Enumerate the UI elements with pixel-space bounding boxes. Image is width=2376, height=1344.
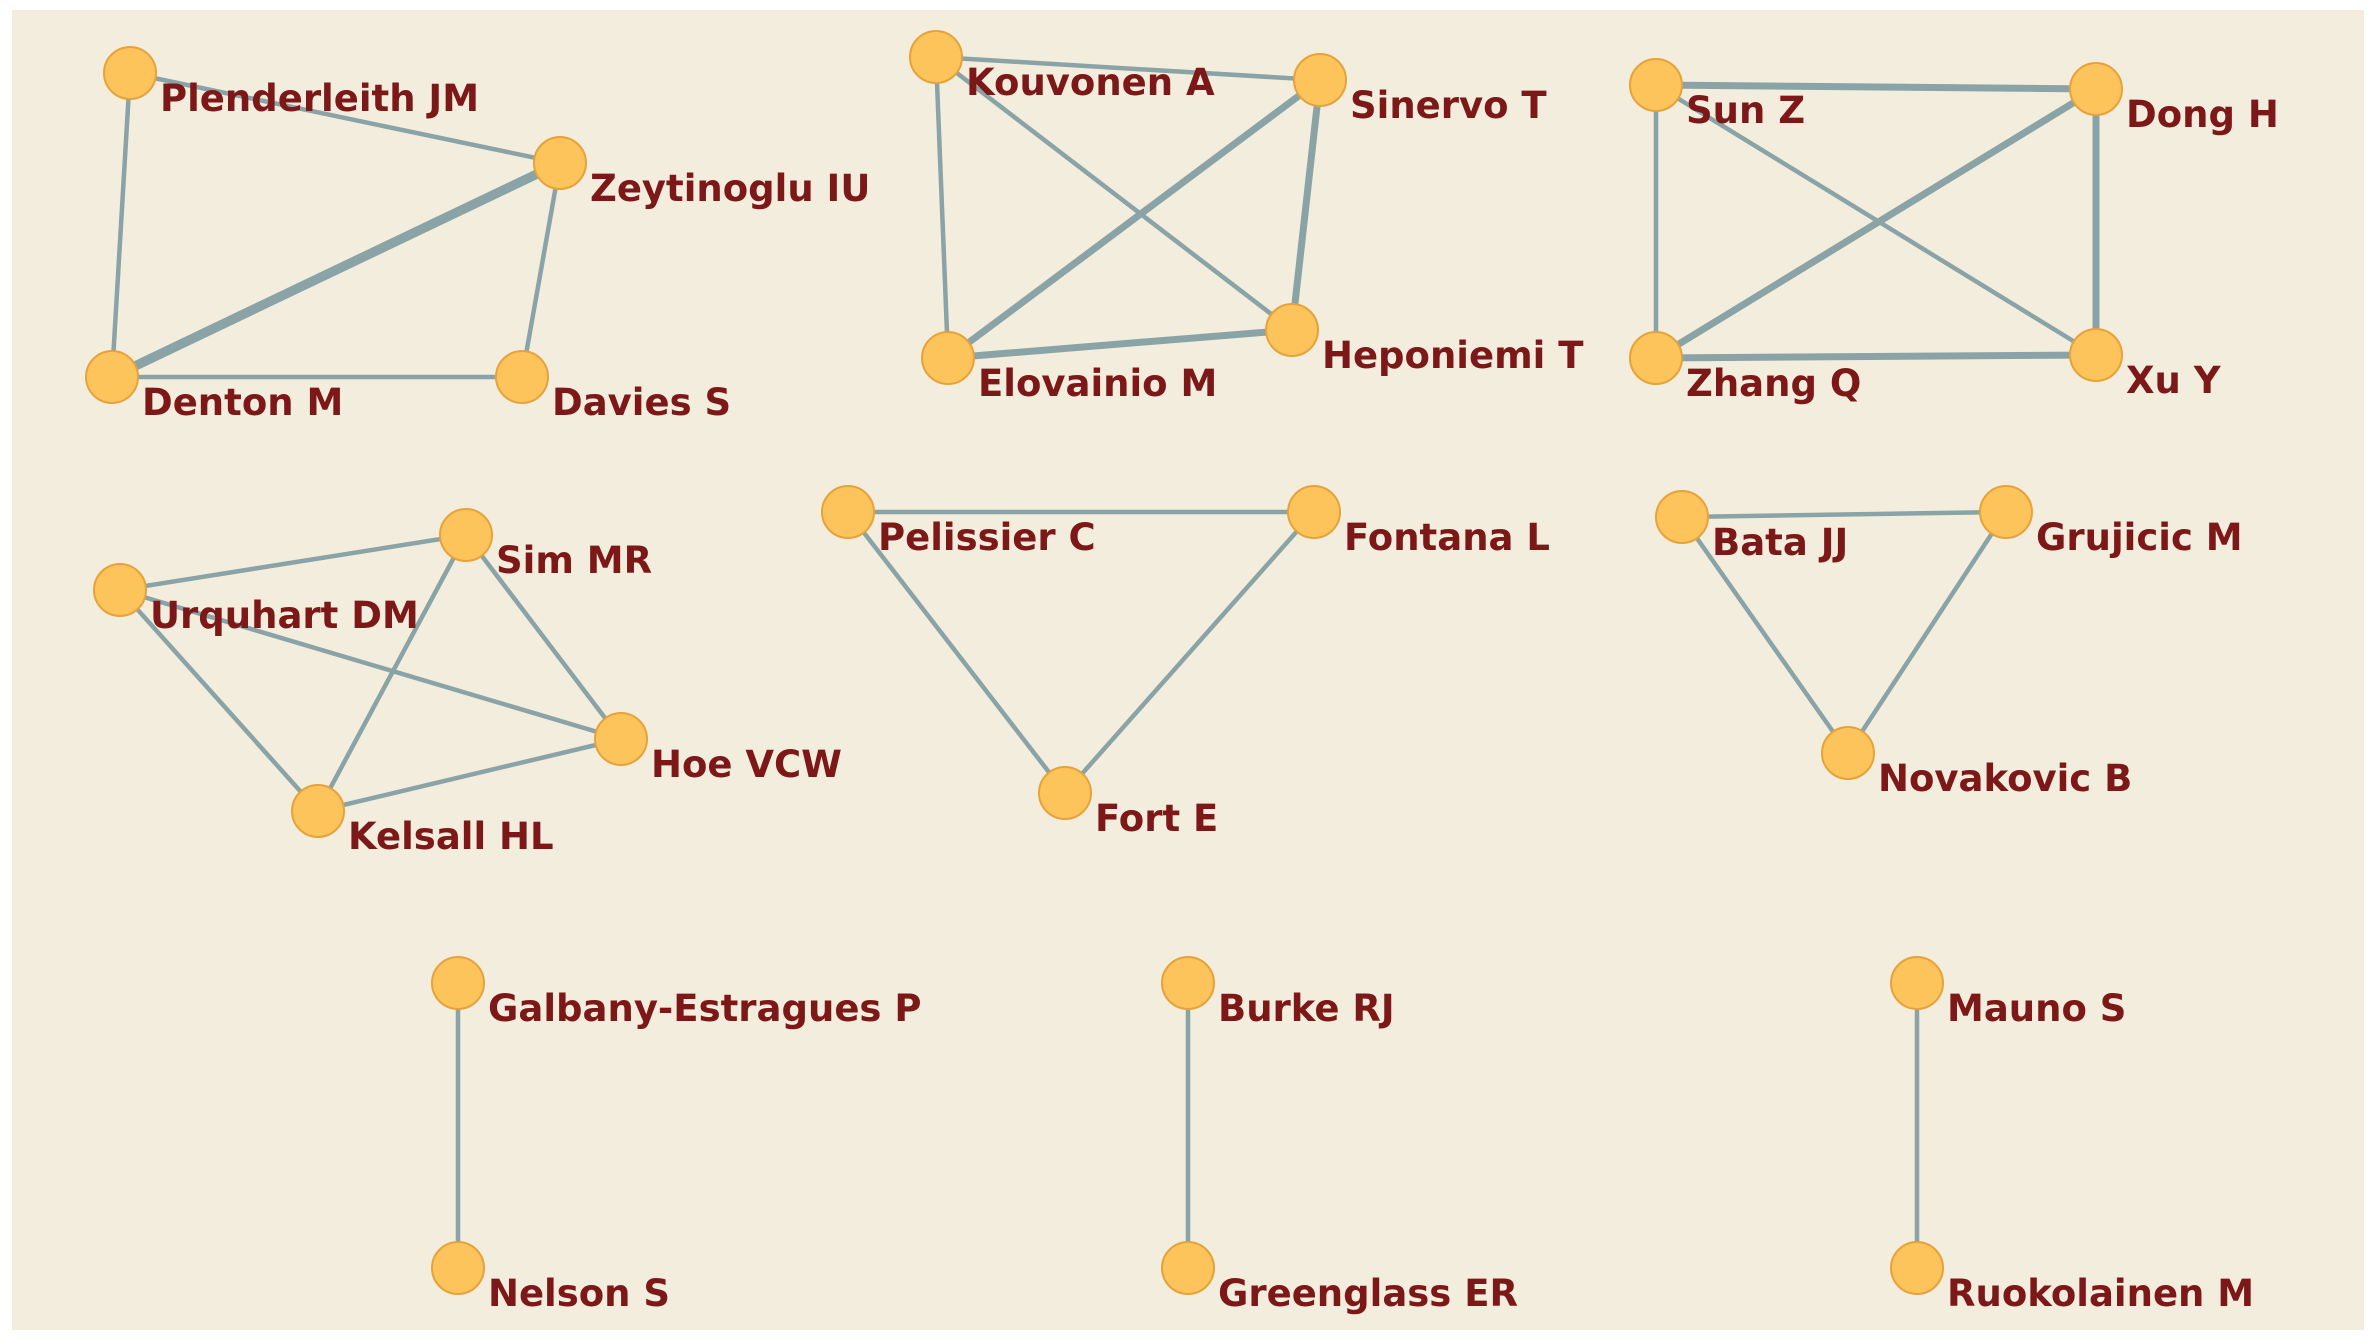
node-label-elovainio: Elovainio M: [978, 362, 1217, 405]
edge-fontana-fort: [1062, 509, 1317, 796]
edge-kouvonen-elovainio: [933, 54, 951, 361]
node-hoe[interactable]: [594, 712, 648, 766]
node-label-hoe: Hoe VCW: [651, 743, 842, 786]
edge-pelissier-fort: [845, 509, 1068, 796]
node-label-plenderleith: Plenderleith JM: [160, 77, 479, 120]
node-label-pelissier: Pelissier C: [878, 516, 1096, 559]
node-label-fort: Fort E: [1095, 797, 1218, 840]
node-label-nelson: Nelson S: [488, 1272, 670, 1315]
node-plenderleith[interactable]: [103, 46, 157, 100]
node-zhang[interactable]: [1629, 331, 1683, 385]
node-label-grujicic: Grujicic M: [2036, 516, 2243, 559]
node-sinervo[interactable]: [1293, 53, 1347, 107]
node-label-burke: Burke RJ: [1218, 987, 1395, 1030]
edge-layer: [107, 54, 2100, 1271]
edge-urquhart-hoe: [117, 587, 624, 742]
node-davies[interactable]: [495, 350, 549, 404]
node-label-ruokolainen: Ruokolainen M: [1947, 1272, 2254, 1315]
node-label-sinervo: Sinervo T: [1350, 84, 1547, 127]
node-galbany[interactable]: [431, 956, 485, 1010]
node-denton[interactable]: [85, 350, 139, 404]
node-label-davies: Davies S: [552, 381, 731, 424]
node-label-galbany: Galbany-Estragues P: [488, 987, 921, 1030]
node-urquhart[interactable]: [93, 563, 147, 617]
node-bata[interactable]: [1655, 490, 1709, 544]
edge-kouvonen-heponiemi: [933, 54, 1295, 333]
node-zeytinoglu[interactable]: [533, 136, 587, 190]
node-xu[interactable]: [2069, 328, 2123, 382]
node-dong[interactable]: [2069, 62, 2123, 116]
edge-elovainio-heponiemi: [944, 326, 1296, 362]
edge-zeytinoglu-davies: [519, 160, 563, 380]
edge-bata-grujicic: [1679, 509, 2009, 520]
node-label-kouvonen: Kouvonen A: [966, 61, 1215, 104]
edge-urquhart-sim: [117, 532, 469, 593]
node-layer: [85, 30, 2123, 1295]
node-sun[interactable]: [1629, 58, 1683, 112]
node-label-xu: Xu Y: [2126, 359, 2222, 402]
node-grujicic[interactable]: [1979, 485, 2033, 539]
edge-hoe-kelsall: [315, 736, 624, 814]
edge-grujicic-novakovic: [1845, 509, 2009, 756]
node-kelsall[interactable]: [291, 784, 345, 838]
node-fort[interactable]: [1038, 766, 1092, 820]
node-burke[interactable]: [1161, 956, 1215, 1010]
node-mauno[interactable]: [1890, 956, 1944, 1010]
edge-sinervo-elovainio: [944, 76, 1324, 362]
edge-kouvonen-sinervo: [933, 54, 1323, 83]
node-pelissier[interactable]: [821, 485, 875, 539]
edge-dong-zhang: [1652, 85, 2100, 362]
edge-plenderleith-zeytinoglu: [127, 70, 563, 166]
edge-sim-kelsall: [315, 532, 469, 814]
node-label-heponiemi: Heponiemi T: [1322, 334, 1584, 377]
node-label-sim: Sim MR: [496, 539, 652, 582]
node-heponiemi[interactable]: [1265, 303, 1319, 357]
node-label-zhang: Zhang Q: [1686, 362, 1861, 405]
node-nelson[interactable]: [431, 1241, 485, 1295]
node-label-mauno: Mauno S: [1947, 987, 2126, 1030]
node-label-urquhart: Urquhart DM: [150, 594, 419, 637]
edge-plenderleith-denton: [109, 70, 133, 380]
edge-sun-dong: [1652, 81, 2100, 93]
node-novakovic[interactable]: [1821, 726, 1875, 780]
node-label-fontana: Fontana L: [1344, 516, 1550, 559]
node-elovainio[interactable]: [921, 331, 975, 385]
edge-sinervo-heponiemi: [1288, 76, 1324, 334]
node-label-greenglass: Greenglass ER: [1218, 1272, 1518, 1315]
label-layer: Plenderleith JM Zeytinoglu IU Denton M Davi…: [142, 61, 2279, 1315]
node-kouvonen[interactable]: [909, 30, 963, 84]
node-label-novakovic: Novakovic B: [1878, 757, 2132, 800]
edge-zhang-xu: [1652, 351, 2100, 362]
node-greenglass[interactable]: [1161, 1241, 1215, 1295]
node-label-dong: Dong H: [2126, 93, 2279, 136]
node-label-zeytinoglu: Zeytinoglu IU: [590, 167, 870, 210]
edge-bata-novakovic: [1679, 514, 1851, 756]
node-label-kelsall: Kelsall HL: [348, 815, 554, 858]
node-label-sun: Sun Z: [1686, 89, 1805, 132]
node-fontana[interactable]: [1287, 485, 1341, 539]
node-label-bata: Bata JJ: [1712, 521, 1848, 564]
node-ruokolainen[interactable]: [1890, 1241, 1944, 1295]
edge-sim-hoe: [463, 532, 624, 742]
node-sim[interactable]: [439, 508, 493, 562]
edge-zeytinoglu-denton: [107, 158, 565, 382]
node-label-denton: Denton M: [142, 381, 343, 424]
edge-urquhart-kelsall: [117, 587, 321, 814]
